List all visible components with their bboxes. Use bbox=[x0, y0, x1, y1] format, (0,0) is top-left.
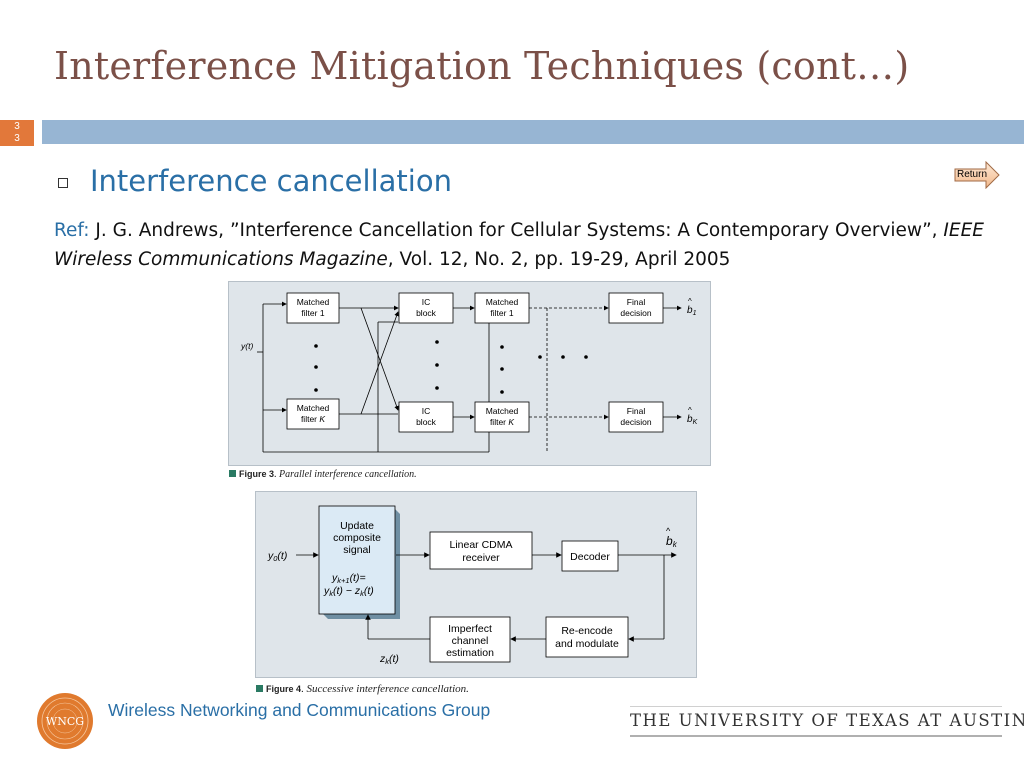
slide-number-line1: 3 bbox=[14, 121, 20, 132]
matched-filter-k-box bbox=[286, 398, 340, 430]
fig3-ic-top-line1: IC bbox=[422, 297, 431, 307]
reference-text: J. G. Andrews, ”Interference Cancellatio… bbox=[95, 220, 938, 241]
fig4-imp-line2: channel bbox=[452, 635, 489, 647]
return-label: Return bbox=[957, 169, 988, 180]
channel-estimation-box bbox=[429, 616, 511, 663]
figure-4-caption: Figure 4. Successive interference cancel… bbox=[256, 683, 469, 695]
fig3-mf2-line2: filter 1 bbox=[490, 308, 513, 318]
fig4-lin-line1: Linear CDMA bbox=[449, 539, 512, 551]
footer-divider bbox=[630, 735, 1002, 737]
ic-block-top bbox=[398, 292, 454, 324]
fig3-final-bottom-line2: decision bbox=[620, 417, 651, 427]
svg-text:^: ^ bbox=[666, 526, 671, 536]
fig3-mf2k-line2: filter K bbox=[490, 417, 514, 427]
fig4-update-line2: composite bbox=[333, 532, 381, 544]
fig4-input-label: y0(t) bbox=[267, 550, 287, 563]
update-composite-box bbox=[318, 505, 396, 615]
matched-filter-2k-box bbox=[474, 401, 530, 433]
svg-text:^: ^ bbox=[688, 406, 692, 415]
bullet-heading: Interference cancellation bbox=[90, 164, 452, 198]
reference-citation: Ref: J. G. Andrews, ”Interference Cancel… bbox=[54, 216, 1004, 274]
fig3-mf2-line1: Matched bbox=[486, 297, 519, 307]
slide-title: Interference Mitigation Techniques (cont… bbox=[54, 44, 910, 88]
fig4-update-eq1: yk+1(t)= bbox=[331, 572, 366, 585]
fig3-input-label: y(t) bbox=[240, 341, 253, 351]
fig4-imp-line3: estimation bbox=[446, 647, 494, 659]
fig4-reenc-line2: and modulate bbox=[555, 638, 619, 650]
fig3-mf1-line2: filter 1 bbox=[301, 308, 324, 318]
fig3-mf1-line1: Matched bbox=[297, 297, 330, 307]
fig3-ic-bottom-line2: block bbox=[416, 417, 437, 427]
reference-journal: IEEE Wireless Communications Magazine bbox=[54, 220, 984, 270]
final-decision-top bbox=[608, 292, 664, 324]
slide-number-line2: 3 bbox=[14, 133, 20, 144]
fig3-final-bottom-line1: Final bbox=[627, 406, 646, 416]
fig3-mfk-line1: Matched bbox=[297, 403, 330, 413]
return-button[interactable]: Return bbox=[954, 161, 1000, 189]
title-bar bbox=[42, 120, 1024, 144]
caption-marker-icon bbox=[256, 685, 263, 692]
fig3-mf2k-line1: Matched bbox=[486, 406, 519, 416]
fig4-imp-line1: Imperfect bbox=[448, 623, 492, 635]
reference-label: Ref: bbox=[54, 220, 90, 241]
fig4-update-line1: Update bbox=[340, 520, 374, 532]
fig4-update-line3: signal bbox=[343, 544, 370, 556]
fig3-mfk-line2: filter K bbox=[301, 414, 325, 424]
figure-3-diagram: y(t) Matched filter 1 Matched filter K I… bbox=[228, 281, 711, 466]
decoder-box bbox=[561, 540, 619, 572]
wncg-logo-icon: WNCG bbox=[37, 693, 93, 749]
fig4-update-eq2: yk(t) − zk(t) bbox=[323, 585, 374, 598]
fig3-ic-bottom-line1: IC bbox=[422, 406, 431, 416]
fig3-final-top-line2: decision bbox=[620, 308, 651, 318]
ic-block-bottom bbox=[398, 401, 454, 433]
fig4-output: bk bbox=[666, 534, 678, 549]
matched-filter-1-box bbox=[286, 292, 340, 324]
svg-text:^: ^ bbox=[688, 297, 692, 306]
logo-text: WNCG bbox=[46, 715, 84, 728]
slide-number: 3 3 bbox=[0, 120, 34, 146]
reference-details: , Vol. 12, No. 2, pp. 19-29, April 2005 bbox=[387, 249, 731, 270]
fig4-z-label: zk(t) bbox=[379, 653, 399, 666]
fig3-output-k: bK bbox=[687, 414, 698, 426]
fig4-lin-line2: receiver bbox=[462, 552, 500, 564]
fig4-reenc-line1: Re-encode bbox=[561, 625, 613, 637]
footer-group-name: Wireless Networking and Communications G… bbox=[108, 700, 491, 720]
fig3-output-1: b1 bbox=[687, 305, 697, 317]
matched-filter-2-box bbox=[474, 292, 530, 324]
reencode-box bbox=[545, 616, 629, 658]
fig3-final-top-line1: Final bbox=[627, 297, 646, 307]
final-decision-bottom bbox=[608, 401, 664, 433]
caption-marker-icon bbox=[229, 470, 236, 477]
fig4-decoder: Decoder bbox=[570, 551, 610, 563]
figure-4-diagram: y0(t) Update composite signal yk+1(t)= y… bbox=[255, 491, 697, 678]
footer-university: THE UNIVERSITY OF TEXAS AT AUSTIN bbox=[630, 711, 1024, 730]
footer-divider-top bbox=[630, 706, 1002, 707]
figure-3-caption: Figure 3. Parallel interference cancella… bbox=[229, 469, 417, 480]
arrow-right-icon bbox=[954, 161, 1000, 189]
linear-cdma-receiver-box bbox=[429, 531, 533, 570]
bullet-square-icon bbox=[58, 178, 68, 188]
fig3-ic-top-line2: block bbox=[416, 308, 437, 318]
